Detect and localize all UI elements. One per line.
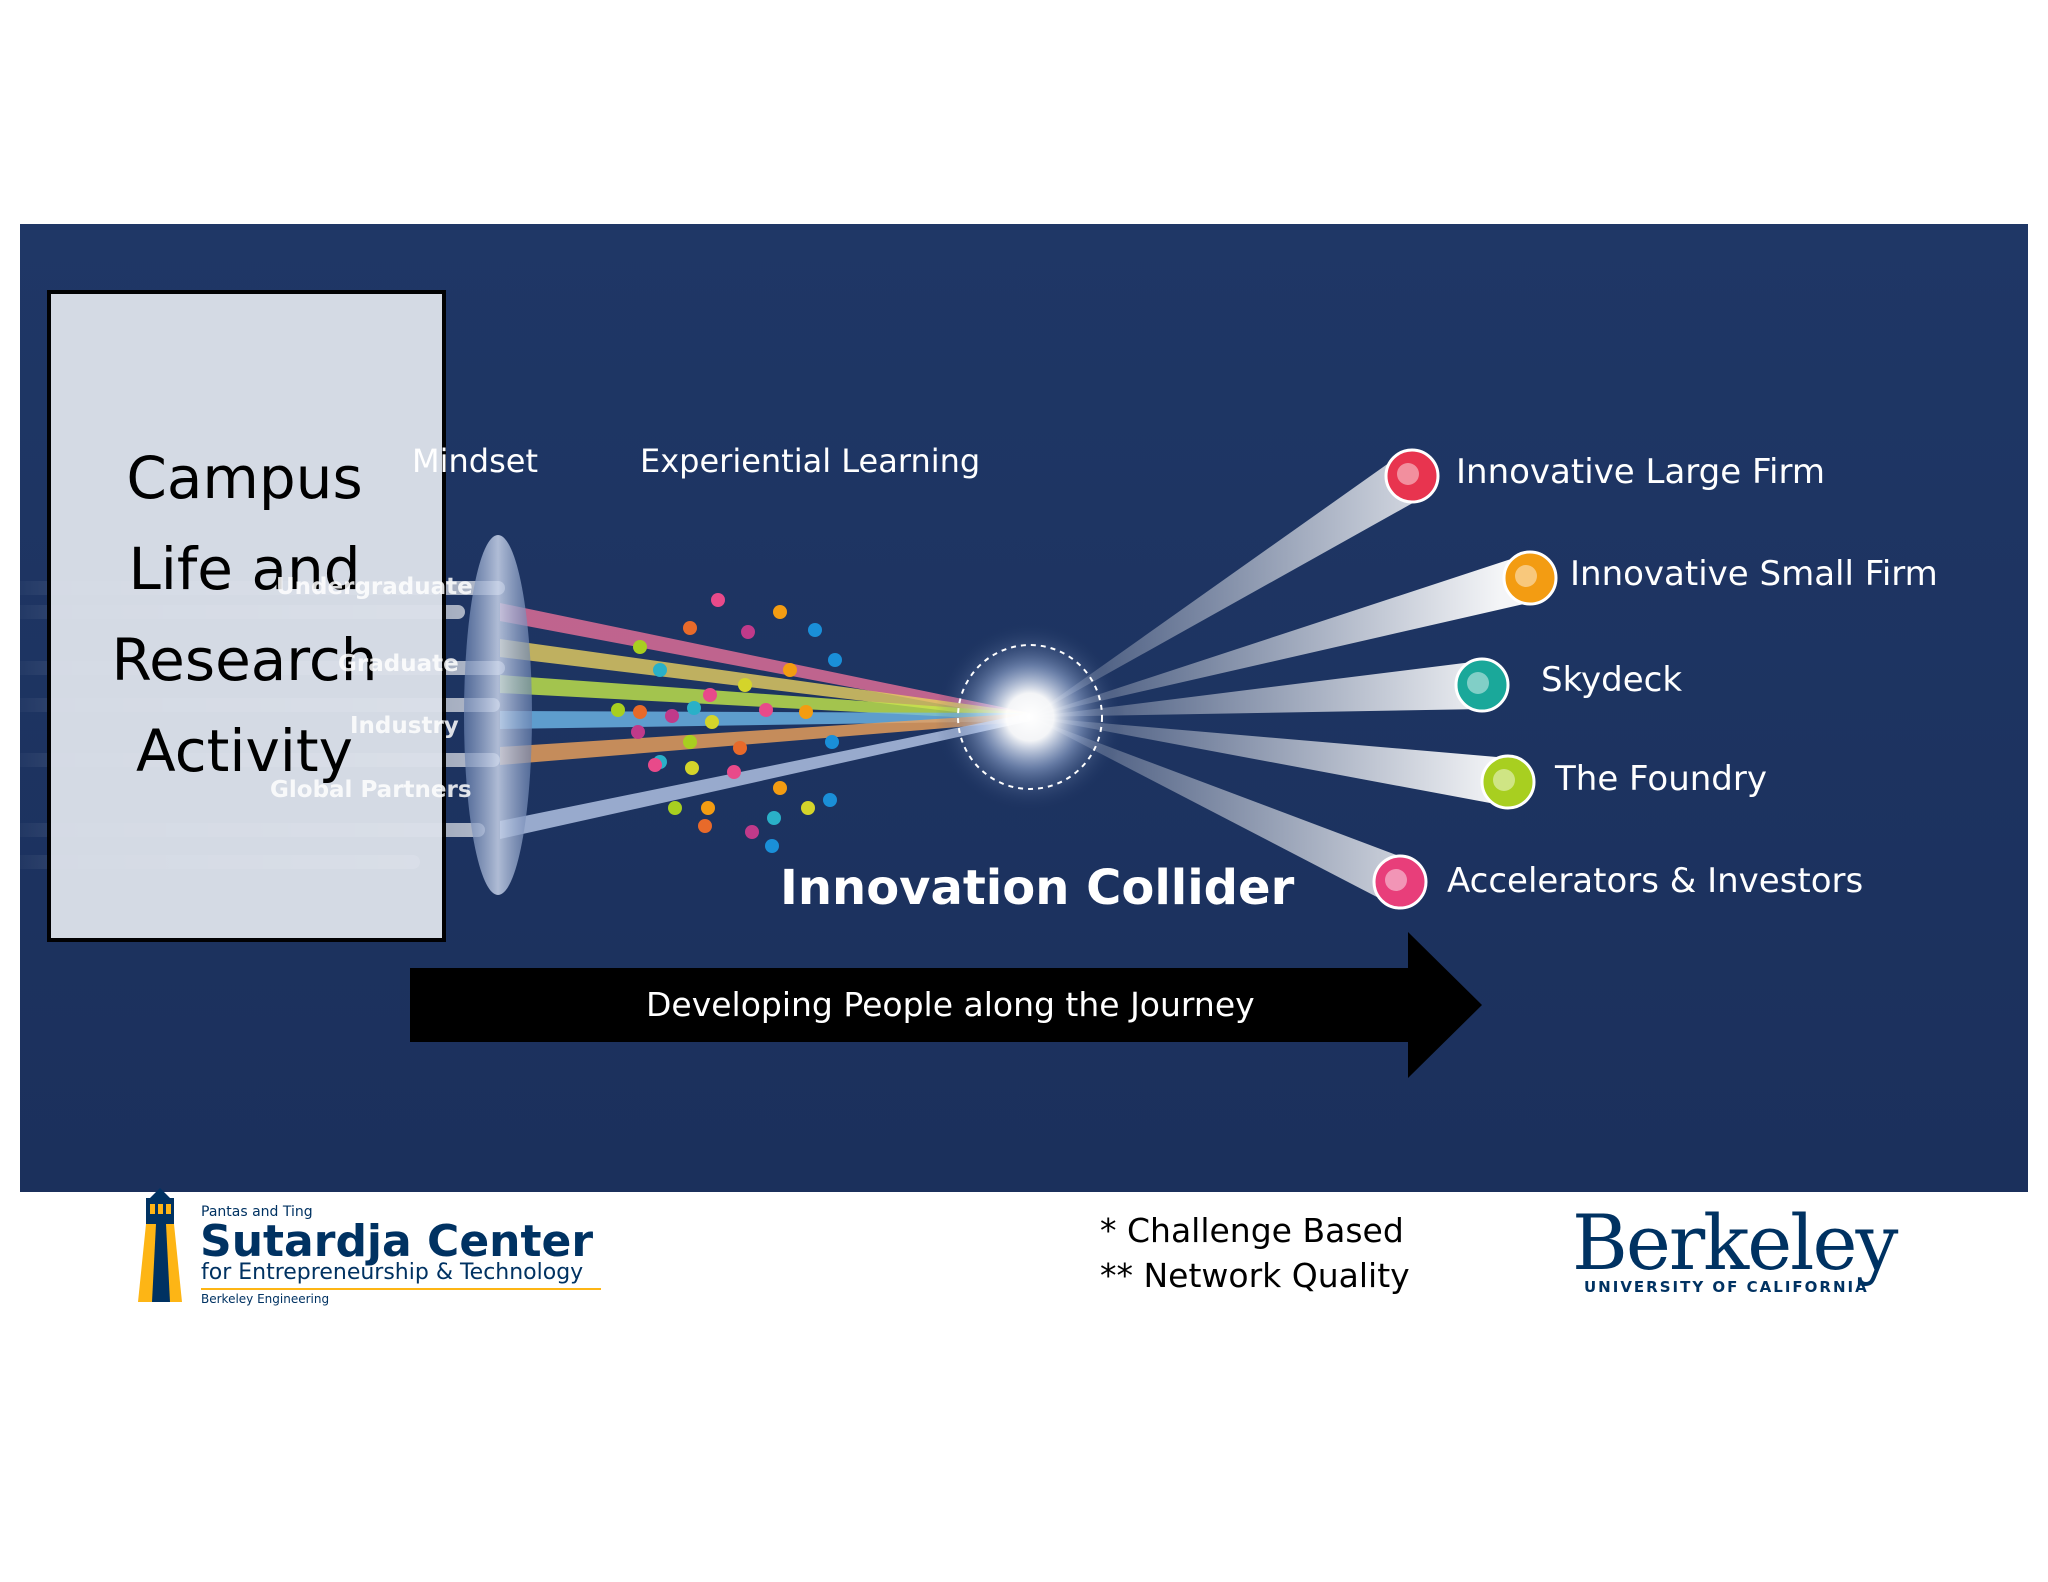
destination-accelerators-investors: Accelerators & Investors (1447, 861, 1864, 901)
orb-highlight (1515, 565, 1537, 587)
campus-card (47, 290, 446, 942)
scet-divider (201, 1288, 601, 1290)
particle-dot (685, 761, 699, 775)
output-beam (1030, 554, 1537, 717)
converging-beam (500, 639, 1030, 721)
particle-dot (767, 811, 781, 825)
particle-dot (687, 701, 701, 715)
output-beam (1030, 717, 1410, 904)
particle-dot (738, 678, 752, 692)
particle-dot (665, 709, 679, 723)
particle-dot (633, 705, 647, 719)
destination-the-foundry: The Foundry (1555, 759, 1767, 799)
idea-particles (611, 593, 842, 853)
destination-innovative-small-firm: Innovative Small Firm (1570, 554, 1938, 594)
particle-dot (783, 663, 797, 677)
particle-dot (648, 758, 662, 772)
orb-highlight (1467, 672, 1489, 694)
particle-dot (727, 765, 741, 779)
input-label-global-partners: Global Partners (270, 777, 472, 803)
particle-dot (773, 781, 787, 795)
converging-beam (500, 713, 1030, 839)
innovation-collider-title: Innovation Collider (780, 860, 1295, 916)
card-line-2: Life and (128, 535, 361, 603)
particle-dot (703, 688, 717, 702)
destination-orb (1502, 550, 1558, 606)
particle-dot (801, 801, 815, 815)
card-line-3: Research (111, 626, 378, 694)
destination-innovative-large-firm: Innovative Large Firm (1456, 452, 1826, 492)
particle-dot (668, 801, 682, 815)
scet-sub: Berkeley Engineering (201, 1292, 330, 1306)
input-label-industry: Industry (350, 713, 459, 739)
particle-dot (683, 735, 697, 749)
particle-dot (701, 801, 715, 815)
footnote-network-quality: ** Network Quality (1100, 1256, 1410, 1295)
berkeley-logo: Berkeley UNIVERSITY OF CALIFORNIA (1570, 1198, 1910, 1308)
particle-dot (733, 741, 747, 755)
particle-dot (705, 715, 719, 729)
output-beam (1030, 717, 1512, 806)
footnote-challenge-based: * Challenge Based (1100, 1211, 1404, 1250)
berkeley-wordmark: Berkeley (1572, 1198, 1898, 1287)
input-label-undergraduate: Undergraduate (276, 574, 473, 600)
campanile-icon (138, 1188, 182, 1302)
particle-dot (741, 625, 755, 639)
orb-highlight (1385, 869, 1407, 891)
destination-orb (1454, 657, 1510, 713)
particle-dot (683, 621, 697, 635)
particle-dot (633, 640, 647, 654)
particle-dot (631, 725, 645, 739)
converging-beams (500, 603, 1030, 839)
particle-dot (808, 623, 822, 637)
destination-orb (1372, 854, 1428, 910)
destination-skydeck: Skydeck (1541, 660, 1683, 700)
output-beam (1030, 661, 1484, 717)
converging-beam (500, 713, 1030, 765)
particle-dot (745, 825, 759, 839)
orb-highlight (1493, 769, 1515, 791)
converging-beam (500, 711, 1030, 729)
particle-dot (765, 839, 779, 853)
particle-dot (653, 663, 667, 677)
output-beam (1030, 455, 1425, 717)
card-line-1: Campus (126, 444, 363, 512)
scet-logo: Pantas and Ting Sutardja Center for Entr… (136, 1188, 606, 1306)
mindset-label: Mindset (412, 442, 538, 480)
collider-glow (935, 622, 1125, 812)
destination-orb (1384, 448, 1440, 504)
collider-ring (957, 644, 1103, 790)
particle-dot (759, 703, 773, 717)
converging-beam (500, 603, 1030, 721)
scet-prefix: Pantas and Ting (201, 1204, 313, 1220)
scet-name: Sutardja Center (200, 1216, 594, 1267)
converging-beam (500, 675, 1030, 721)
card-line-4: Activity (136, 717, 353, 785)
particle-dot (823, 793, 837, 807)
particle-dot (773, 605, 787, 619)
lens-shape (464, 535, 532, 895)
particle-dot (825, 735, 839, 749)
particle-dot (611, 703, 625, 717)
output-beams (1030, 455, 1537, 904)
particle-dot (698, 819, 712, 833)
destination-orb (1480, 754, 1536, 810)
particle-dot (828, 653, 842, 667)
destination-orbs (1372, 448, 1558, 910)
orb-highlight (1397, 463, 1419, 485)
experiential-learning-label: Experiential Learning (640, 442, 981, 480)
particle-dot (799, 705, 813, 719)
journey-arrow (410, 932, 1482, 1078)
scet-tagline: for Entrepreneurship & Technology (201, 1260, 584, 1285)
berkeley-subtitle: UNIVERSITY OF CALIFORNIA (1584, 1278, 1869, 1296)
journey-label: Developing People along the Journey (646, 985, 1255, 1024)
particle-dot (711, 593, 725, 607)
input-label-graduate: Graduate (338, 651, 459, 677)
